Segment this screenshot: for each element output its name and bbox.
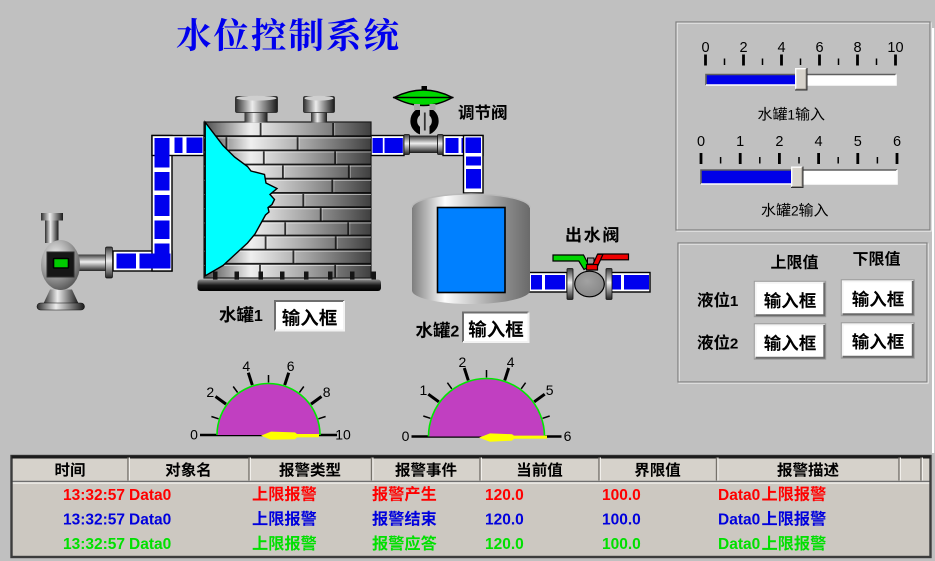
svg-text:2: 2 xyxy=(739,40,747,56)
svg-text:2: 2 xyxy=(450,323,459,341)
svg-text:Data0: Data0 xyxy=(129,512,171,529)
svg-text:6: 6 xyxy=(287,358,295,374)
svg-text:1: 1 xyxy=(420,382,428,398)
svg-text:10: 10 xyxy=(887,40,903,56)
svg-text:2: 2 xyxy=(206,384,214,400)
svg-text:2: 2 xyxy=(775,134,783,150)
svg-text:0: 0 xyxy=(697,134,705,150)
svg-text:100.0: 100.0 xyxy=(602,512,641,529)
svg-text:100.0: 100.0 xyxy=(602,536,641,553)
svg-text:120.0: 120.0 xyxy=(485,536,524,553)
svg-text:8: 8 xyxy=(323,384,331,400)
svg-text:1: 1 xyxy=(730,293,739,310)
svg-text:6: 6 xyxy=(564,428,572,444)
svg-text:13:32:57: 13:32:57 xyxy=(63,487,125,504)
svg-text:0: 0 xyxy=(402,428,410,444)
svg-text:1: 1 xyxy=(736,134,744,150)
svg-text:Data0: Data0 xyxy=(129,536,171,553)
svg-text:5: 5 xyxy=(854,134,862,150)
svg-text:100.0: 100.0 xyxy=(602,487,641,504)
svg-text:4: 4 xyxy=(507,354,515,370)
svg-text:1: 1 xyxy=(254,307,263,325)
svg-text:Data0: Data0 xyxy=(718,512,760,529)
svg-text:120.0: 120.0 xyxy=(485,512,524,529)
svg-text:Data0: Data0 xyxy=(718,536,760,553)
svg-text:0: 0 xyxy=(701,40,709,56)
svg-text:4: 4 xyxy=(815,134,823,150)
svg-text:2: 2 xyxy=(730,336,738,353)
svg-text:5: 5 xyxy=(546,382,554,398)
svg-text:6: 6 xyxy=(893,134,901,150)
svg-text:2: 2 xyxy=(791,204,799,219)
svg-text:0: 0 xyxy=(190,427,198,443)
svg-text:13:32:57: 13:32:57 xyxy=(63,536,125,553)
svg-text:2: 2 xyxy=(459,354,467,370)
svg-text:Data0: Data0 xyxy=(129,487,171,504)
svg-text:10: 10 xyxy=(335,427,351,443)
svg-text:Data0: Data0 xyxy=(718,487,760,504)
svg-text:4: 4 xyxy=(242,358,250,374)
svg-text:120.0: 120.0 xyxy=(485,487,524,504)
svg-text:4: 4 xyxy=(777,40,785,56)
svg-text:1: 1 xyxy=(787,108,795,123)
svg-text:6: 6 xyxy=(815,40,823,56)
svg-text:8: 8 xyxy=(853,40,861,56)
svg-text:13:32:57: 13:32:57 xyxy=(63,512,125,529)
